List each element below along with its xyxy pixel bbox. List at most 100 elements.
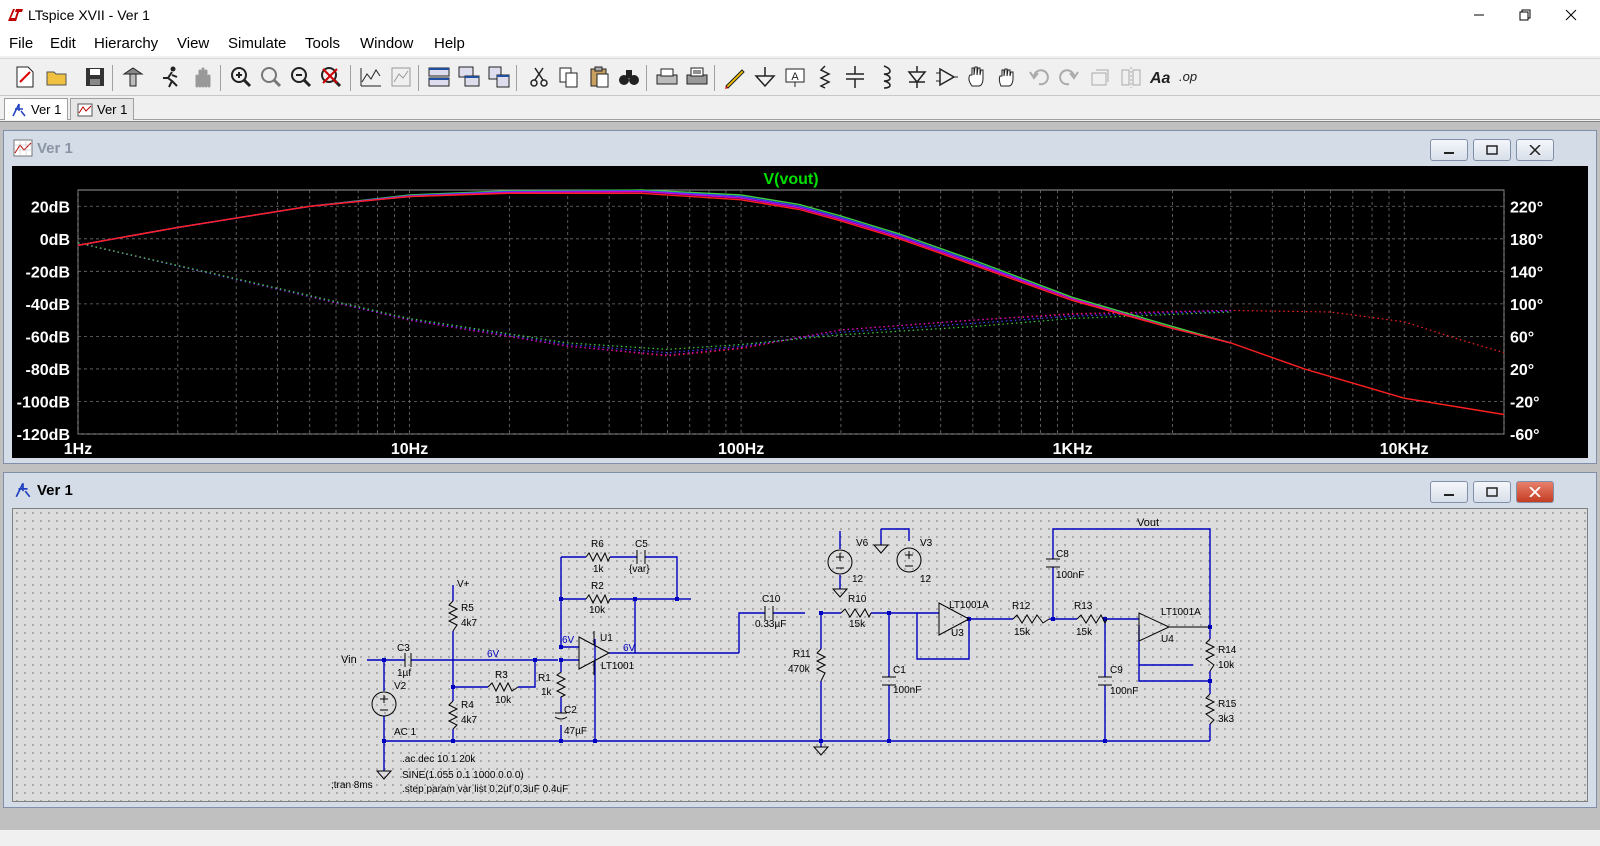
schematic-close-button[interactable]	[1516, 481, 1554, 503]
inductor-icon[interactable]	[872, 64, 898, 90]
label-c9-value: 100nF	[1110, 686, 1138, 697]
label-r15-value: 3k3	[1218, 714, 1235, 725]
capacitor-icon[interactable]	[842, 64, 868, 90]
y-tick-label-right: 20°	[1510, 362, 1534, 379]
waveform-maximize-button[interactable]	[1473, 139, 1511, 161]
menu-tools[interactable]: Tools	[305, 35, 341, 52]
title-bar: LTspice XVII - Ver 1	[0, 0, 1600, 30]
menu-help[interactable]: Help	[434, 35, 465, 52]
mirror-icon[interactable]	[1118, 64, 1144, 90]
zoom-out-icon[interactable]	[288, 64, 314, 90]
resistor-icon[interactable]	[812, 64, 838, 90]
cascade-icon[interactable]	[456, 64, 482, 90]
close-icon	[1565, 9, 1577, 21]
print-setup-icon[interactable]	[684, 64, 710, 90]
run-icon[interactable]	[158, 64, 184, 90]
pan-icon[interactable]	[258, 64, 284, 90]
spice-directive-step[interactable]: .step param var list 0.2uf 0.3uF 0.4uF	[402, 784, 568, 795]
tab-schematic[interactable]: Ver 1	[4, 98, 69, 120]
schematic-maximize-button[interactable]	[1473, 481, 1511, 503]
resistor-r14-symbol	[1204, 638, 1216, 672]
draw-wire-icon[interactable]	[722, 64, 748, 90]
label-u1: U1	[600, 633, 613, 644]
copy-icon[interactable]	[556, 64, 582, 90]
menu-window[interactable]: Window	[360, 35, 414, 52]
toolbar-separator	[220, 65, 221, 91]
spice-directive-ac[interactable]: .ac dec 10 1 20k	[402, 754, 476, 765]
drag-icon[interactable]	[994, 64, 1020, 90]
paste-icon[interactable]	[586, 64, 612, 90]
minimize-button[interactable]	[1456, 0, 1502, 30]
spice-directive-icon[interactable]: .op	[1178, 64, 1204, 90]
label-r4-value: 4k7	[461, 715, 478, 726]
redo-icon[interactable]	[1056, 64, 1082, 90]
label-r3-value: 10k	[495, 695, 512, 706]
label-r10: R10	[848, 594, 867, 605]
cut-icon[interactable]	[526, 64, 552, 90]
label-c1: C1	[893, 665, 906, 676]
find-icon[interactable]	[616, 64, 642, 90]
net-label-vin: Vin	[341, 654, 357, 666]
schematic-window-titlebar[interactable]: Ver 1	[4, 473, 1596, 507]
new-schematic-icon[interactable]	[12, 64, 38, 90]
text-icon[interactable]: Aa	[1148, 64, 1174, 90]
component-icon[interactable]	[934, 64, 960, 90]
menu-view[interactable]: View	[177, 35, 210, 52]
label-c5: C5	[635, 539, 648, 550]
label-net-icon[interactable]: A	[782, 64, 808, 90]
tab-schematic-label: Ver 1	[31, 102, 62, 117]
schematic-minimize-button[interactable]	[1430, 481, 1468, 503]
control-panel-icon[interactable]	[120, 64, 146, 90]
restore-button[interactable]	[1502, 0, 1548, 30]
diode-icon[interactable]	[904, 64, 930, 90]
toolbar: A Aa .op	[0, 58, 1600, 96]
label-r11-value: 470k	[788, 664, 811, 675]
magnitude-trace	[77, 192, 1505, 416]
autorange-icon[interactable]	[358, 64, 384, 90]
source-value-sine[interactable]: SINE(1.055 0.1 1000 0 0 0)	[402, 770, 524, 781]
zoom-fit-icon[interactable]	[318, 64, 344, 90]
resistor-r11-symbol	[815, 648, 827, 682]
components	[371, 544, 1216, 780]
menu-file[interactable]: File	[9, 35, 34, 52]
magnitude-trace	[77, 190, 1231, 344]
schematic-canvas[interactable]: Vin Vout 6V 6V 6V C3 1µf V2 AC 1 V+ R5 4…	[12, 508, 1588, 802]
waveform-window-icon	[13, 139, 33, 157]
waveform-icon	[77, 103, 93, 117]
label-v3-value: 12	[920, 574, 932, 585]
close-button[interactable]	[1548, 0, 1594, 30]
label-c3: C3	[397, 643, 410, 654]
print-icon[interactable]	[654, 64, 680, 90]
ground-icon[interactable]	[752, 64, 778, 90]
move-icon[interactable]	[964, 64, 990, 90]
resistor-r12-symbol	[1012, 614, 1050, 624]
menu-simulate[interactable]: Simulate	[228, 35, 287, 52]
undo-icon[interactable]	[1026, 64, 1052, 90]
tab-waveform[interactable]: Ver 1	[70, 98, 135, 120]
resistor-r3-symbol	[487, 681, 519, 693]
y-tick-label-left: -60dB	[26, 329, 70, 346]
halt-icon[interactable]	[190, 64, 216, 90]
capacitor-c2-symbol	[554, 712, 568, 720]
label-c1-value: 100nF	[893, 685, 921, 696]
pick-visible-traces-icon[interactable]	[388, 64, 414, 90]
menu-bar: File Edit Hierarchy View Simulate Tools …	[0, 30, 1600, 56]
bode-plot-svg[interactable]: 20dB0dB-20dB-40dB-60dB-80dB-100dB-120dB2…	[12, 166, 1588, 458]
label-r12: R12	[1012, 601, 1031, 612]
save-icon[interactable]	[82, 64, 108, 90]
tile-horizontal-icon[interactable]	[426, 64, 452, 90]
spice-comment-tran[interactable]: ;tran 8ms	[331, 780, 373, 791]
schematic-drawing[interactable]: Vin Vout 6V 6V 6V C3 1µf V2 AC 1 V+ R5 4…	[13, 509, 1589, 803]
waveform-window-titlebar[interactable]: Ver 1	[4, 131, 1596, 165]
waveform-close-button[interactable]	[1516, 139, 1554, 161]
open-icon[interactable]	[44, 64, 70, 90]
menu-edit[interactable]: Edit	[50, 35, 76, 52]
rotate-icon[interactable]	[1088, 64, 1114, 90]
tile-vertical-icon[interactable]	[486, 64, 512, 90]
y-tick-label-left: -40dB	[26, 297, 70, 314]
menu-hierarchy[interactable]: Hierarchy	[94, 35, 159, 52]
toolbar-separator	[646, 65, 647, 91]
zoom-in-icon[interactable]	[228, 64, 254, 90]
waveform-minimize-button[interactable]	[1430, 139, 1468, 161]
